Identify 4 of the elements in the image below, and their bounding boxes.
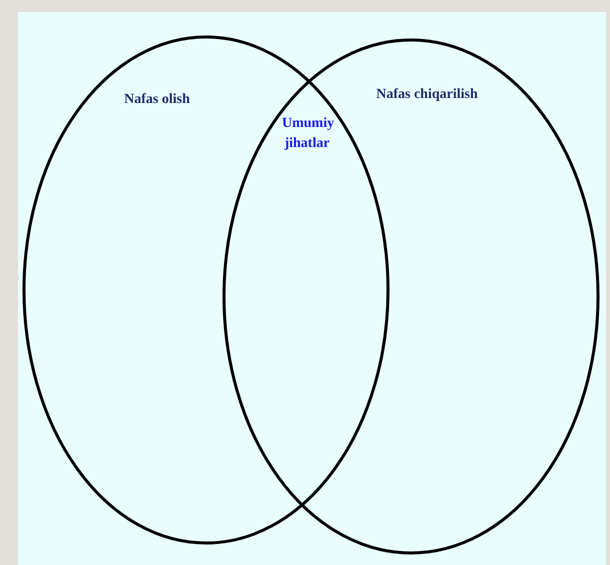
set-label: Nafas olish bbox=[123, 91, 191, 108]
venn-ellipse bbox=[222, 38, 600, 555]
set-label: Nafas chiqarilish bbox=[375, 86, 479, 104]
intersection-label: Umumiy jihatlar bbox=[282, 115, 332, 153]
